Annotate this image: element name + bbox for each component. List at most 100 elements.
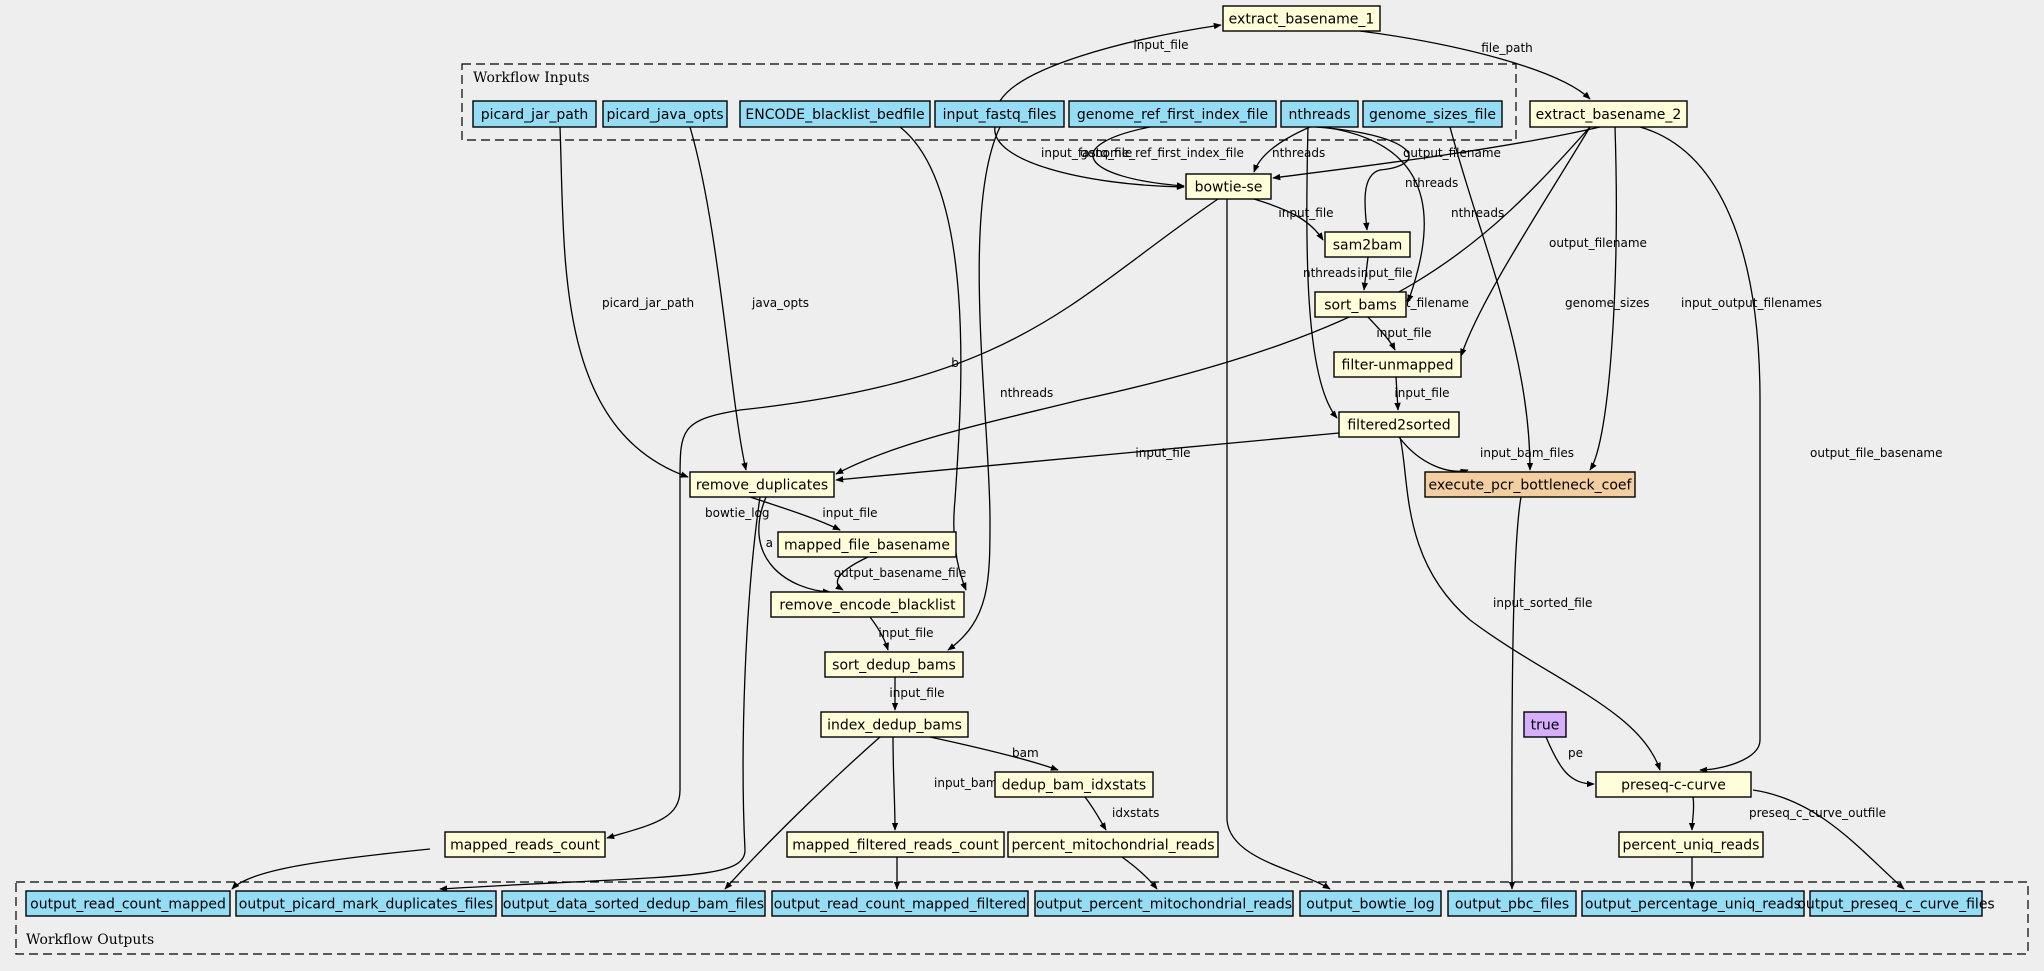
node-label: mapped_filtered_reads_count xyxy=(792,838,999,854)
node-output-preseq-c-curve-files[interactable]: output_preseq_c_curve_files xyxy=(1797,890,1995,917)
node-output-bowtie-log[interactable]: output_bowtie_log xyxy=(1299,890,1442,917)
node-label: ENCODE_blacklist_bedfile xyxy=(745,107,924,123)
edge-line xyxy=(749,496,841,531)
workflow-inputs-label: Workflow Inputs xyxy=(473,70,590,86)
node-label: output_picard_mark_duplicates_files xyxy=(239,897,493,913)
edge-line xyxy=(1226,199,1331,890)
node-label: output_preseq_c_curve_files xyxy=(1797,897,1994,913)
node-output-pbc-files[interactable]: output_pbc_files xyxy=(1447,890,1577,917)
edge-label: input_file xyxy=(1394,386,1449,400)
node-dedup-bam-idxstats[interactable]: dedup_bam_idxstats xyxy=(994,771,1154,798)
node-preseq-c-curve[interactable]: preseq-c-curve xyxy=(1595,771,1752,798)
node-label: output_percent_mitochondrial_reads xyxy=(1036,897,1292,913)
edge-line xyxy=(439,496,761,892)
node-picard-java-opts[interactable]: picard_java_opts xyxy=(602,100,728,128)
edge-line xyxy=(835,432,1340,483)
edge-label: bam xyxy=(1012,746,1039,760)
edge-extract_basename_2-to-preseq_c_curve: output_file_basename xyxy=(1639,126,1943,774)
edge-line xyxy=(1359,30,1591,100)
node-output-data-sorted-dedup-bam-files[interactable]: output_data_sorted_dedup_bam_files xyxy=(501,890,766,917)
node-genome-ref-first-index-file[interactable]: genome_ref_first_index_file xyxy=(1068,100,1277,128)
edge-label: idxstats xyxy=(1112,806,1159,820)
node-percent-uniq-reads[interactable]: percent_uniq_reads xyxy=(1618,831,1764,858)
node-remove-duplicates[interactable]: remove_duplicates xyxy=(689,471,835,498)
node-filter-unmapped[interactable]: filter-unmapped xyxy=(1333,351,1462,378)
edge-label: output_file_basename xyxy=(1810,446,1943,460)
node-bowtie-se[interactable]: bowtie-se xyxy=(1185,173,1272,200)
node-label: nthreads xyxy=(1288,107,1350,123)
node-true-const[interactable]: true xyxy=(1523,711,1567,738)
edge-label: bowtie_log xyxy=(705,506,770,520)
edge-label: input_file xyxy=(889,686,944,700)
edge-label: nthreads xyxy=(1000,386,1053,400)
node-genome-sizes-file[interactable]: genome_sizes_file xyxy=(1362,100,1503,128)
node-extract-basename-2[interactable]: extract_basename_2 xyxy=(1529,100,1688,128)
node-index-dedup-bams[interactable]: index_dedup_bams xyxy=(820,711,969,738)
node-box xyxy=(1185,173,1272,200)
edge-line xyxy=(1253,126,1311,173)
edge-index_dedup_bams-to-output_data_sorted_dedup_bam_files xyxy=(724,736,881,890)
edge-label: input_file xyxy=(822,506,877,520)
node-picard-jar-path[interactable]: picard_jar_path xyxy=(472,100,597,128)
node-sam2bam[interactable]: sam2bam xyxy=(1324,231,1411,258)
node-box xyxy=(820,711,969,738)
node-box xyxy=(824,651,964,678)
node-box xyxy=(1362,100,1503,128)
edge-extract_basename_1-to-extract_basename_2: file_path xyxy=(1359,30,1591,100)
node-box xyxy=(771,890,1029,917)
edge-sort_bams-to-filter_unmapped: input_file xyxy=(1367,316,1432,351)
node-percent-mitochondrial-reads[interactable]: percent_mitochondrial_reads xyxy=(1007,831,1219,858)
edge-remove_duplicates-to-mapped_file_basename: input_file xyxy=(749,496,878,531)
edge-line xyxy=(1508,496,1522,890)
node-output-read-count-mapped[interactable]: output_read_count_mapped xyxy=(25,890,231,917)
node-encode-blacklist-bedfile[interactable]: ENCODE_blacklist_bedfile xyxy=(739,100,931,128)
node-filtered2sorted[interactable]: filtered2sorted xyxy=(1338,411,1460,438)
node-label: extract_basename_2 xyxy=(1536,107,1682,123)
node-mapped-reads-count[interactable]: mapped_reads_count xyxy=(444,831,606,858)
edge-line xyxy=(1545,736,1595,788)
node-output-picard-mark-duplicates-files[interactable]: output_picard_mark_duplicates_files xyxy=(235,890,497,917)
node-label: percent_mitochondrial_reads xyxy=(1011,838,1214,854)
node-input-fastq-files[interactable]: input_fastq_files xyxy=(934,100,1065,128)
edge-line xyxy=(1399,436,1661,771)
node-sort-dedup-bams[interactable]: sort_dedup_bams xyxy=(824,651,964,678)
edge-nthreads-to-bowtie_se: nthreads xyxy=(1253,126,1325,173)
node-label: mapped_reads_count xyxy=(450,838,600,854)
node-nthreads[interactable]: nthreads xyxy=(1280,100,1359,128)
edge-line xyxy=(929,736,1059,771)
node-remove-encode-blacklist[interactable]: remove_encode_blacklist xyxy=(770,591,965,618)
node-box xyxy=(1314,291,1407,318)
node-label: preseq-c-curve xyxy=(1621,778,1726,794)
node-box xyxy=(770,591,965,618)
edge-line xyxy=(724,736,881,890)
edge-filtered2sorted-to-preseq_c_curve: input_sorted_file xyxy=(1399,436,1661,771)
edge-nthreads-to-sort_dedup_bams: nthreads xyxy=(947,126,1053,651)
node-box xyxy=(1338,411,1460,438)
node-mapped-file-basename[interactable]: mapped_file_basename xyxy=(777,531,957,558)
node-sort-bams[interactable]: sort_bams xyxy=(1314,291,1407,318)
edge-line xyxy=(689,126,748,471)
node-output-percent-mitochondrial-reads[interactable]: output_percent_mitochondrial_reads xyxy=(1034,890,1294,917)
edge-line xyxy=(559,126,689,478)
node-execute-pcr-bottleneck-coef[interactable]: execute_pcr_bottleneck_coef xyxy=(1424,471,1636,498)
node-label: genome_sizes_file xyxy=(1369,107,1496,123)
node-label: output_data_sorted_dedup_bam_files xyxy=(503,897,764,913)
node-output-read-count-mapped-filtered[interactable]: output_read_count_mapped_filtered xyxy=(771,890,1029,917)
edge-bowtie_se-to-output_bowtie_log xyxy=(1226,199,1331,890)
node-box xyxy=(1222,5,1381,32)
edge-picard_java_opts-to-remove_duplicates: java_opts xyxy=(689,126,809,471)
edge-preseq_c_curve-to-percent_uniq_reads: preseq_c_curve_outfile xyxy=(1688,796,1886,831)
edge-label: input_output_filenames xyxy=(1681,296,1822,310)
node-label: sam2bam xyxy=(1333,238,1403,254)
node-box xyxy=(1333,351,1462,378)
node-output-percentage-uniq-reads[interactable]: output_percentage_uniq_reads xyxy=(1581,890,1805,917)
edge-line xyxy=(1367,316,1396,351)
edge-label: genome_sizes xyxy=(1565,296,1650,310)
edge-true_const-to-preseq_c_curve: pe xyxy=(1545,736,1595,788)
node-box xyxy=(472,100,597,128)
node-mapped-filtered-reads-count[interactable]: mapped_filtered_reads_count xyxy=(786,831,1005,858)
edge-label: input_file xyxy=(1133,38,1188,52)
node-extract-basename-1[interactable]: extract_basename_1 xyxy=(1222,5,1381,32)
node-label: picard_jar_path xyxy=(481,107,589,123)
